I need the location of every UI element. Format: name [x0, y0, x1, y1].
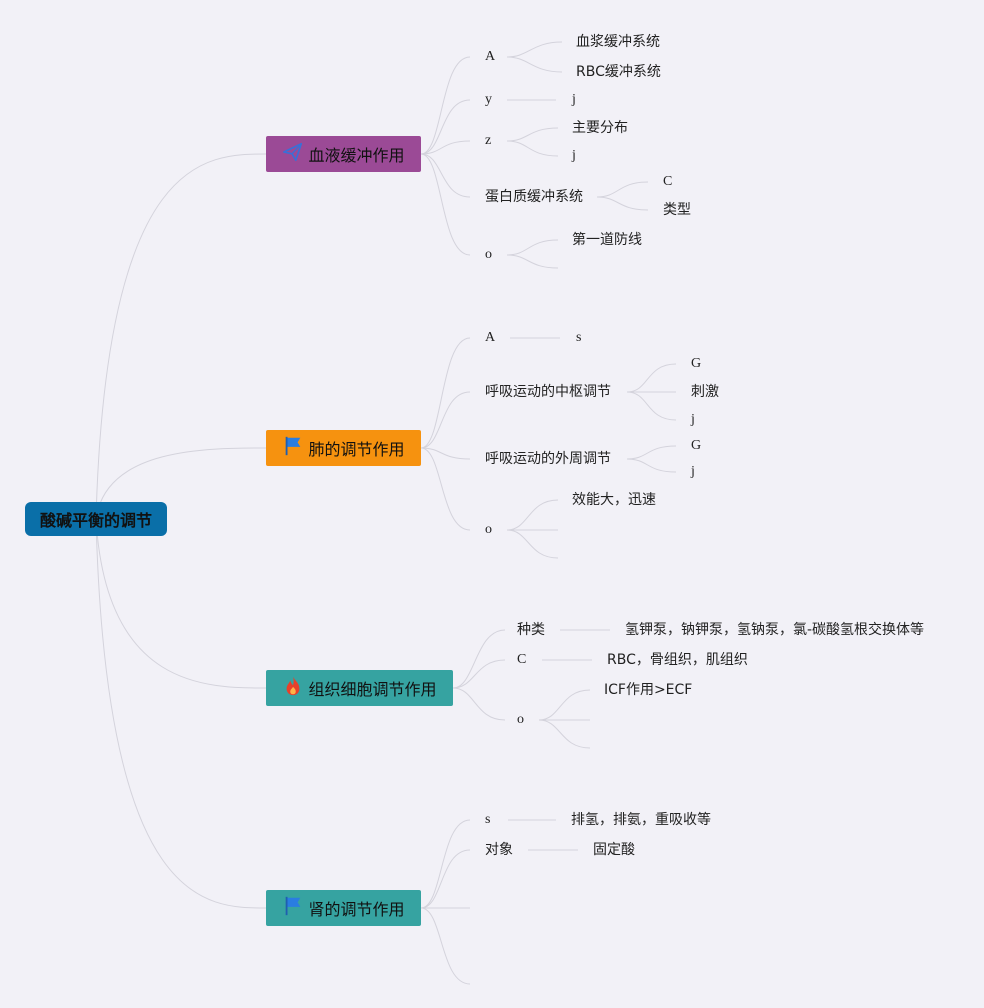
flag-icon	[282, 435, 304, 461]
leaf-label[interactable]: 氢钾泵，钠钾泵，氢钠泵，氯-碳酸氢根交换体等	[625, 622, 925, 638]
connector-line	[538, 719, 591, 749]
root-node[interactable]: 酸碱平衡的调节	[25, 502, 167, 536]
connector-line	[626, 391, 677, 421]
leaf-label[interactable]: j	[691, 412, 695, 427]
leaf-label[interactable]: 排氢，排氨，重吸收等	[571, 812, 711, 828]
fire-icon	[282, 675, 304, 701]
connector-line	[420, 447, 471, 531]
leaf-label[interactable]: 第一道防线	[572, 232, 642, 248]
branch-label: 肺的调节作用	[308, 440, 405, 459]
leaf-label[interactable]: 类型	[663, 202, 691, 218]
leaf-label[interactable]: 主要分布	[572, 120, 628, 136]
connector-line	[506, 41, 563, 58]
leaf-label[interactable]: j	[691, 464, 695, 479]
flag-icon	[282, 895, 304, 921]
connector-line	[506, 127, 559, 142]
connector-line	[506, 529, 559, 559]
leaf-label[interactable]: RBC缓冲系统	[576, 64, 661, 80]
connector-line	[452, 659, 506, 689]
node-label[interactable]: A	[485, 49, 496, 64]
node-label[interactable]: 呼吸运动的外周调节	[485, 451, 611, 467]
branch-node-lung[interactable]: 肺的调节作用	[266, 430, 421, 466]
node-label[interactable]: 呼吸运动的中枢调节	[485, 384, 611, 400]
root-connector	[95, 447, 267, 520]
node-label[interactable]: o	[517, 712, 524, 727]
connector-line	[420, 391, 471, 449]
root-connector	[95, 518, 267, 909]
node-label[interactable]: 蛋白质缓冲系统	[485, 189, 583, 205]
connector-line	[420, 56, 471, 155]
connector-line	[506, 499, 559, 531]
connector-line	[506, 140, 559, 157]
connector-line	[452, 629, 506, 689]
connector-line	[420, 849, 471, 909]
connector-line	[420, 907, 471, 985]
node-label[interactable]: o	[485, 247, 492, 262]
root-connector	[95, 518, 267, 689]
branch-label: 血液缓冲作用	[308, 146, 405, 165]
root-label: 酸碱平衡的调节	[39, 511, 152, 530]
connector-line	[420, 819, 471, 909]
leaf-label[interactable]: 固定酸	[593, 842, 635, 858]
node-label[interactable]: o	[485, 522, 492, 537]
branch-label: 肾的调节作用	[308, 900, 405, 919]
node-label[interactable]: A	[485, 330, 496, 345]
connector-line	[626, 458, 677, 473]
connector-line	[506, 254, 559, 269]
leaf-label[interactable]: RBC，骨组织，肌组织	[607, 652, 748, 668]
leaf-label[interactable]: j	[572, 92, 576, 107]
leaf-label[interactable]: G	[691, 356, 702, 371]
connector-line	[596, 181, 649, 198]
leaf-label[interactable]: 血浆缓冲系统	[576, 34, 660, 50]
branch-label: 组织细胞调节作用	[308, 680, 437, 699]
leaf-label[interactable]: s	[576, 330, 582, 345]
leaf-label[interactable]: ICF作用>ECF	[604, 682, 693, 698]
node-label[interactable]: y	[485, 92, 492, 107]
connector-line	[506, 239, 559, 256]
root-connector	[95, 153, 267, 520]
paper-plane-icon	[282, 141, 304, 167]
connector-line	[420, 99, 471, 155]
node-label[interactable]: s	[485, 812, 491, 827]
branch-node-blood-buffer[interactable]: 血液缓冲作用	[266, 136, 421, 172]
branch-node-tissue-cell[interactable]: 组织细胞调节作用	[266, 670, 453, 706]
node-label[interactable]: 种类	[517, 622, 545, 638]
connector-line	[596, 196, 649, 211]
leaf-label[interactable]: C	[663, 174, 673, 189]
node-label[interactable]: C	[517, 652, 527, 667]
node-label[interactable]: 对象	[485, 842, 513, 858]
node-label[interactable]: z	[485, 133, 492, 148]
connector-line	[420, 337, 471, 449]
connector-line	[420, 140, 471, 155]
leaf-label[interactable]: 刺激	[691, 384, 719, 400]
connector-line	[626, 363, 677, 393]
connector-line	[626, 445, 677, 460]
leaf-label[interactable]: j	[572, 148, 576, 163]
branch-node-kidney[interactable]: 肾的调节作用	[266, 890, 421, 926]
leaf-label[interactable]: G	[691, 438, 702, 453]
connector-line	[420, 153, 471, 198]
connector-line	[538, 689, 591, 721]
connector-line	[506, 56, 563, 73]
connector-line	[420, 447, 471, 460]
connector-line	[420, 153, 471, 256]
leaf-label[interactable]: 效能大，迅速	[572, 492, 656, 508]
connector-line	[452, 687, 506, 721]
